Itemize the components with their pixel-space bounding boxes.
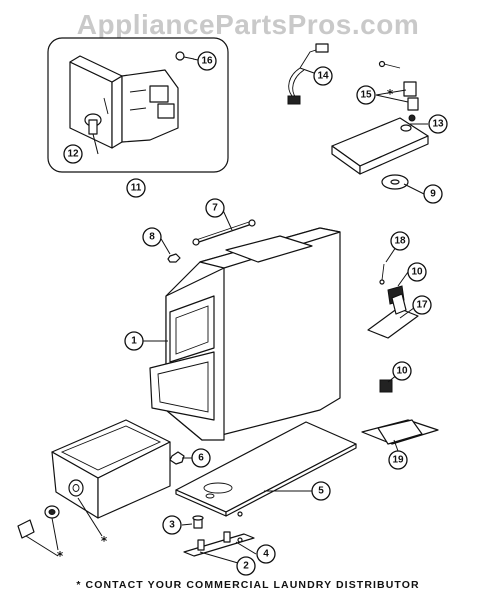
callout-15: 15 (356, 85, 376, 105)
coin-mechanism (69, 55, 179, 149)
callout-16: 16 (197, 51, 217, 71)
nut (167, 253, 181, 263)
callout-10-lower: 10 (392, 361, 412, 381)
svg-text:5: 5 (318, 486, 324, 497)
callout-5: 5 (311, 481, 331, 501)
watermark: AppliancePartsPros.com (77, 9, 419, 40)
clip (379, 379, 393, 393)
base-plate (175, 421, 357, 517)
callout-14: 14 (313, 66, 333, 86)
callout-19: 19 (388, 450, 408, 470)
callout-7: 7 (205, 198, 225, 218)
callout-11: 11 (126, 178, 146, 198)
svg-text:18: 18 (394, 236, 406, 247)
bracket (367, 263, 419, 339)
svg-text:11: 11 (131, 183, 142, 194)
callout-10-upper: 10 (407, 262, 427, 282)
cabinet (149, 227, 341, 441)
callout-8: 8 (142, 227, 162, 247)
bolt (169, 451, 185, 465)
washer (381, 174, 409, 190)
callout-17: 17 (412, 295, 432, 315)
svg-text:9: 9 (430, 189, 436, 200)
svg-text:10: 10 (396, 366, 408, 377)
asterisk-mark: * (101, 534, 108, 548)
post-screw (192, 515, 204, 529)
rod (192, 219, 256, 246)
svg-text:13: 13 (432, 119, 444, 130)
callout-2: 2 (236, 556, 256, 576)
callout-18: 18 (390, 231, 410, 251)
callout-3: 3 (162, 515, 182, 535)
svg-text:15: 15 (360, 90, 372, 101)
lid (331, 117, 429, 175)
hinge-plate (183, 531, 255, 557)
svg-text:6: 6 (198, 453, 204, 464)
callout-1: 1 (124, 331, 144, 351)
svg-text:3: 3 (169, 520, 175, 531)
svg-text:1: 1 (131, 336, 137, 347)
svg-text:14: 14 (317, 71, 329, 82)
callout-6: 6 (191, 448, 211, 468)
asterisk-mark: * (57, 549, 64, 563)
svg-text:17: 17 (416, 300, 428, 311)
svg-text:2: 2 (243, 561, 249, 572)
coin-box (51, 419, 171, 519)
svg-text:16: 16 (201, 56, 213, 67)
callout-13: 13 (428, 114, 448, 134)
svg-text:12: 12 (67, 149, 79, 160)
switch-box (361, 419, 439, 445)
svg-text:7: 7 (212, 203, 218, 214)
svg-text:19: 19 (392, 455, 404, 466)
callout-4: 4 (256, 544, 276, 564)
wire-harness (287, 43, 329, 105)
lock (378, 60, 419, 122)
asterisk-mark: * (387, 87, 394, 101)
svg-text:8: 8 (149, 232, 155, 243)
key-lock (17, 505, 60, 539)
callout-12: 12 (63, 144, 83, 164)
callout-9: 9 (423, 184, 443, 204)
footer-note: * CONTACT YOUR COMMERCIAL LAUNDRY DISTRI… (76, 579, 419, 591)
svg-text:10: 10 (411, 267, 423, 278)
svg-text:4: 4 (263, 549, 269, 560)
screw (175, 51, 195, 61)
